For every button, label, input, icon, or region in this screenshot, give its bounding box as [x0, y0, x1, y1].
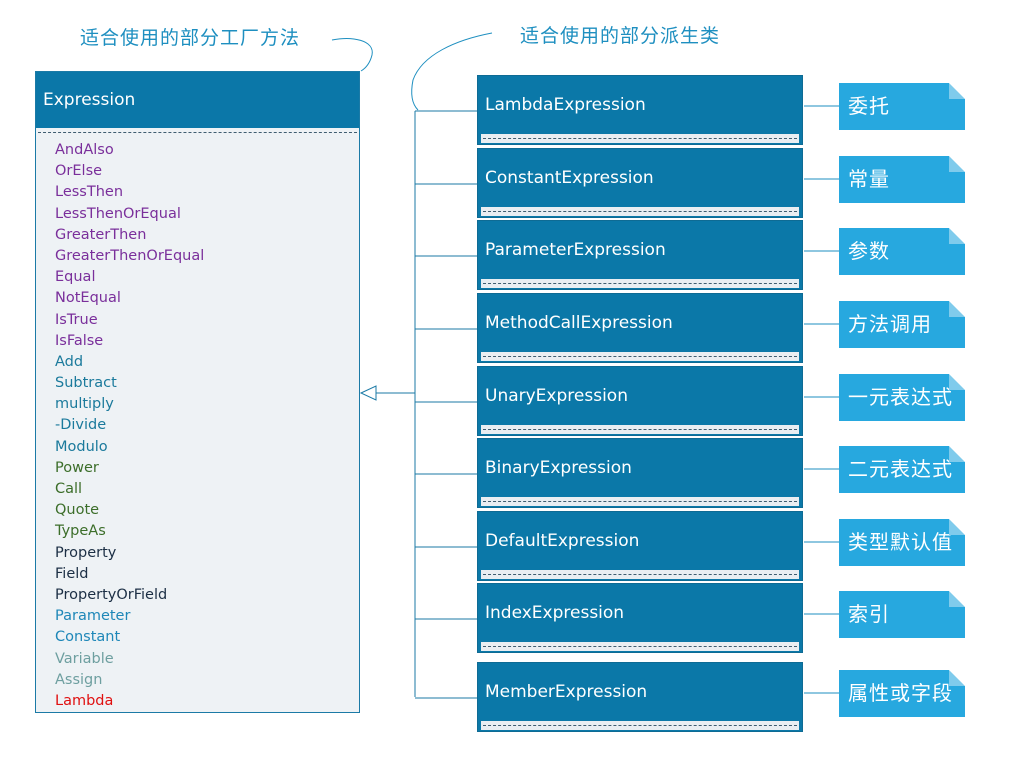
annotation-note-text: 委托 — [848, 94, 890, 118]
derived-class-box: MethodCallExpression — [477, 293, 803, 363]
annotation-note-text: 类型默认值 — [848, 530, 953, 554]
annotation-note-text: 索引 — [848, 602, 890, 626]
factory-method-item: Add — [55, 353, 84, 370]
expression-class-title: Expression — [36, 72, 359, 128]
factory-method-item: Power — [55, 459, 99, 476]
factory-method-item: Call — [55, 481, 83, 497]
derived-class-box: IndexExpression — [477, 583, 803, 653]
factory-heading-callout — [331, 38, 373, 72]
derived-class-footer — [481, 207, 799, 216]
derived-class-footer — [481, 352, 799, 361]
derived-class-footer — [481, 134, 799, 143]
inheritance-arrowhead — [359, 385, 377, 401]
factory-method-item: LessThen — [55, 184, 124, 201]
derived-class-name: LambdaExpression — [485, 94, 646, 115]
factory-method-item: GreaterThen — [55, 226, 147, 243]
annotation-note-text: 一元表达式 — [848, 385, 953, 409]
factory-method-item: IsTrue — [55, 311, 98, 328]
derived-class-box: LambdaExpression — [477, 75, 803, 145]
factory-method-item: Quote — [55, 502, 100, 519]
derived-classes-heading: 适合使用的部分派生类 — [520, 25, 721, 47]
derived-class-box: BinaryExpression — [477, 438, 803, 508]
derived-class-name: BinaryExpression — [485, 457, 632, 478]
annotation-note-text: 二元表达式 — [848, 457, 953, 481]
annotation-note: 属性或字段 — [839, 670, 965, 717]
factory-method-item: Subtract — [55, 375, 117, 392]
factory-methods-heading: 适合使用的部分工厂方法 — [80, 27, 301, 49]
derived-heading-callout — [411, 32, 493, 111]
derived-class-footer — [481, 279, 799, 288]
factory-method-item: Modulo — [55, 438, 108, 455]
factory-method-item: Variable — [55, 650, 114, 667]
annotation-note-text: 方法调用 — [848, 312, 932, 336]
factory-method-item: IsFalse — [55, 332, 104, 349]
derived-class-name: MethodCallExpression — [485, 312, 673, 333]
annotation-note: 索引 — [839, 591, 965, 638]
factory-method-item: NotEqual — [55, 290, 121, 307]
factory-method-item: TypeAs — [55, 523, 106, 540]
factory-method-item: Lambda — [55, 692, 114, 709]
annotation-note: 类型默认值 — [839, 519, 965, 566]
derived-class-name: IndexExpression — [485, 602, 625, 623]
derived-class-name: ParameterExpression — [485, 239, 666, 260]
factory-method-item: Parameter — [55, 608, 131, 625]
factory-method-item: Property — [55, 544, 117, 561]
derived-class-footer — [481, 642, 799, 651]
factory-method-item: Assign — [55, 671, 103, 688]
derived-class-name: UnaryExpression — [485, 385, 628, 406]
factory-method-item: GreaterThenOrEqual — [55, 247, 205, 264]
derived-class-box: MemberExpression — [477, 662, 803, 732]
derived-class-box: ParameterExpression — [477, 220, 803, 290]
derived-class-footer — [481, 497, 799, 506]
factory-method-item: multiply — [55, 396, 114, 413]
derived-class-name: MemberExpression — [485, 681, 648, 702]
annotation-note-text: 常量 — [848, 167, 890, 191]
factory-method-item: AndAlso — [55, 142, 114, 158]
factory-method-item: Field — [55, 565, 89, 582]
annotation-note-text: 参数 — [848, 239, 890, 263]
annotation-note-text: 属性或字段 — [848, 681, 953, 705]
factory-method-item: Equal — [55, 269, 96, 286]
annotation-note: 一元表达式 — [839, 374, 965, 421]
annotation-note: 方法调用 — [839, 301, 965, 348]
derived-class-box: UnaryExpression — [477, 366, 803, 436]
annotation-note: 常量 — [839, 156, 965, 203]
annotation-note: 参数 — [839, 228, 965, 275]
derived-class-name: DefaultExpression — [485, 530, 640, 551]
derived-class-box: ConstantExpression — [477, 148, 803, 218]
factory-method-item: PropertyOrField — [55, 586, 168, 603]
derived-class-footer — [481, 721, 799, 730]
derived-class-box: DefaultExpression — [477, 511, 803, 581]
derived-class-name: ConstantExpression — [485, 167, 654, 188]
derived-class-footer — [481, 570, 799, 579]
annotation-note: 委托 — [839, 83, 965, 130]
annotation-note: 二元表达式 — [839, 446, 965, 493]
factory-method-item: OrElse — [55, 163, 103, 180]
factory-method-item: -Divide — [55, 417, 107, 434]
derived-class-footer — [481, 425, 799, 434]
expression-separator — [38, 132, 357, 134]
factory-method-item: LessThenOrEqual — [55, 205, 181, 222]
factory-method-item: Constant — [55, 629, 121, 646]
